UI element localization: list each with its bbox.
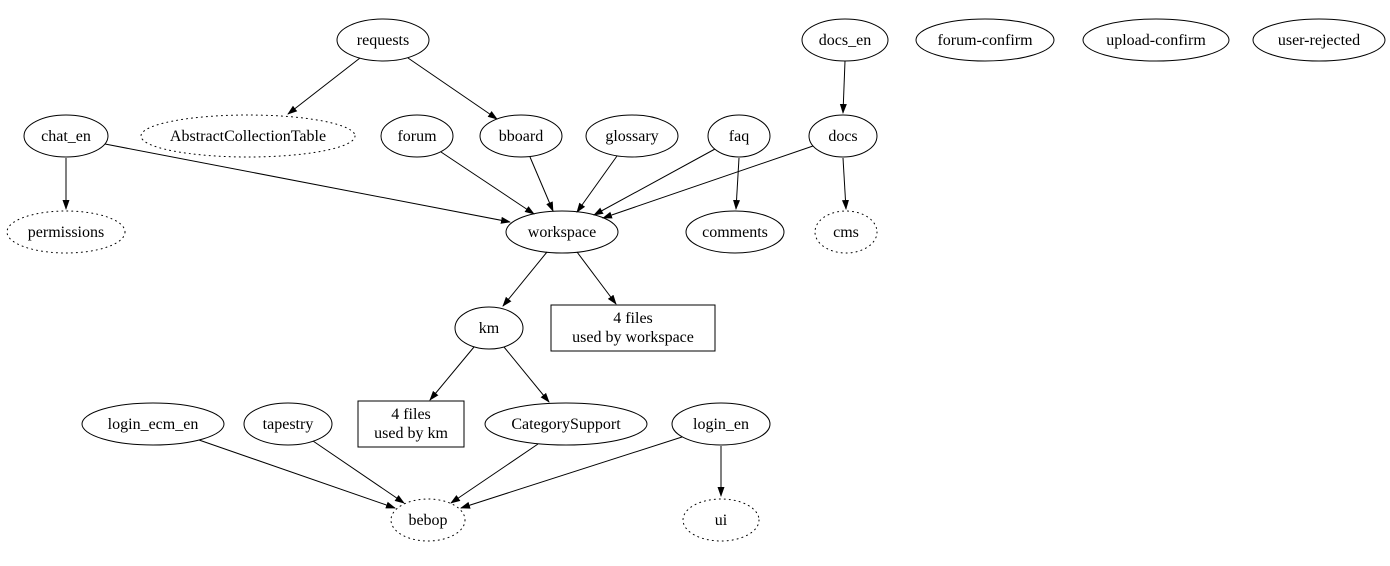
node-faq: faq [707, 114, 771, 158]
edge-categorysupport-bebop [450, 443, 539, 504]
node-login_ecm_en: login_ecm_en [81, 402, 225, 446]
node-cms: cms [814, 210, 878, 254]
box-workspace-files-line2: used by workspace [572, 329, 694, 346]
node-login_en-label: login_en [693, 416, 749, 433]
node-workspace-label: workspace [528, 224, 596, 241]
node-cms-shape [814, 210, 878, 254]
node-tapestry-shape [243, 402, 333, 446]
edge-glossary-workspace [576, 155, 618, 213]
node-km: km [454, 306, 524, 350]
box-workspace-files-line1: 4 files [613, 310, 653, 327]
node-comments: comments [685, 210, 785, 254]
node-comments-label: comments [702, 224, 768, 241]
edge-forum-workspace [440, 151, 535, 215]
edge-login_ecm_en-bebop [198, 439, 396, 509]
box-km-files-shape [357, 400, 465, 448]
node-ui-shape [682, 498, 760, 542]
node-glossary-shape [585, 114, 679, 158]
node-categorysupport: CategorySupport [484, 402, 648, 446]
node-ui: ui [682, 498, 760, 542]
node-km-shape [454, 306, 524, 350]
node-faq-shape [707, 114, 771, 158]
edge-login_en-bebop [460, 436, 683, 509]
edge-docs-cms [841, 157, 849, 210]
node-faq-label: faq [729, 128, 749, 145]
node-docs-shape [808, 114, 878, 158]
node-categorysupport-label: CategorySupport [511, 416, 621, 433]
node-chat_en: chat_en [23, 114, 109, 158]
node-login_en: login_en [671, 402, 771, 446]
node-user-rejected-shape [1252, 18, 1386, 62]
edge-faq-workspace [593, 148, 716, 216]
node-workspace: workspace [505, 210, 619, 254]
node-abstractcollectiontable-label: AbstractCollectionTable [170, 128, 326, 145]
node-login_ecm_en-shape [81, 402, 225, 446]
node-upload-confirm: upload-confirm [1082, 18, 1230, 62]
node-abstractcollectiontable: AbstractCollectionTable [140, 114, 356, 158]
node-user-rejected: user-rejected [1252, 18, 1386, 62]
node-abstractcollectiontable-shape [140, 114, 356, 158]
node-requests: requests [336, 18, 430, 62]
node-chat_en-label: chat_en [41, 128, 91, 145]
node-permissions-shape [6, 210, 126, 254]
edge-faq-comments [733, 157, 741, 210]
edge-workspace-files-box [576, 251, 617, 305]
node-bebop-label: bebop [408, 512, 447, 529]
node-forum-confirm-shape [915, 18, 1055, 62]
edge-requests-bboard [407, 57, 498, 120]
box-km-files: 4 files used by km [357, 400, 465, 448]
node-chat_en-shape [23, 114, 109, 158]
node-permissions: permissions [6, 210, 126, 254]
box-km-files-line2: used by km [374, 425, 448, 442]
node-requests-label: requests [357, 32, 409, 49]
node-forum-shape [380, 114, 454, 158]
node-cms-label: cms [833, 224, 859, 241]
edges [62, 57, 849, 509]
edge-chat_en-workspace [104, 143, 511, 224]
node-bebop: bebop [390, 498, 466, 542]
node-glossary-label: glossary [605, 128, 658, 145]
edge-workspace-km [502, 251, 548, 307]
node-bboard-shape [479, 114, 563, 158]
node-forum: forum [380, 114, 454, 158]
edge-docs-workspace [602, 145, 814, 219]
node-glossary: glossary [585, 114, 679, 158]
edge-km-categorysupport [503, 346, 550, 403]
node-docs_en-label: docs_en [819, 32, 871, 49]
node-bebop-shape [390, 498, 466, 542]
node-bboard-label: bboard [499, 128, 543, 145]
node-workspace-shape [505, 210, 619, 254]
node-upload-confirm-label: upload-confirm [1106, 32, 1206, 49]
node-login_ecm_en-label: login_ecm_en [108, 416, 199, 433]
box-workspace-files-shape [550, 304, 716, 352]
node-permissions-label: permissions [28, 224, 104, 241]
node-comments-shape [685, 210, 785, 254]
node-login_en-shape [671, 402, 771, 446]
edge-bboard-workspace [529, 156, 554, 212]
edge-docs_en-docs [839, 60, 847, 114]
node-docs: docs [808, 114, 878, 158]
node-tapestry: tapestry [243, 402, 333, 446]
node-forum-confirm: forum-confirm [915, 18, 1055, 62]
node-docs_en: docs_en [801, 18, 889, 62]
box-km-files-line1: 4 files [391, 406, 431, 423]
node-km-label: km [479, 320, 500, 337]
node-bboard: bboard [479, 114, 563, 158]
node-forum-label: forum [397, 128, 437, 145]
node-user-rejected-label: user-rejected [1278, 32, 1360, 49]
node-docs_en-shape [801, 18, 889, 62]
node-categorysupport-shape [484, 402, 648, 446]
edge-tapestry-bebop [312, 440, 405, 504]
node-upload-confirm-shape [1082, 18, 1230, 62]
node-forum-confirm-label: forum-confirm [937, 32, 1033, 49]
node-tapestry-label: tapestry [263, 416, 314, 433]
edge-requests-abstractcollectiontable [287, 57, 361, 115]
node-docs-label: docs [828, 128, 857, 145]
node-requests-shape [336, 18, 430, 62]
node-ui-label: ui [715, 512, 728, 529]
edge-km-files-box [429, 346, 475, 401]
box-workspace-files: 4 files used by workspace [550, 304, 716, 352]
